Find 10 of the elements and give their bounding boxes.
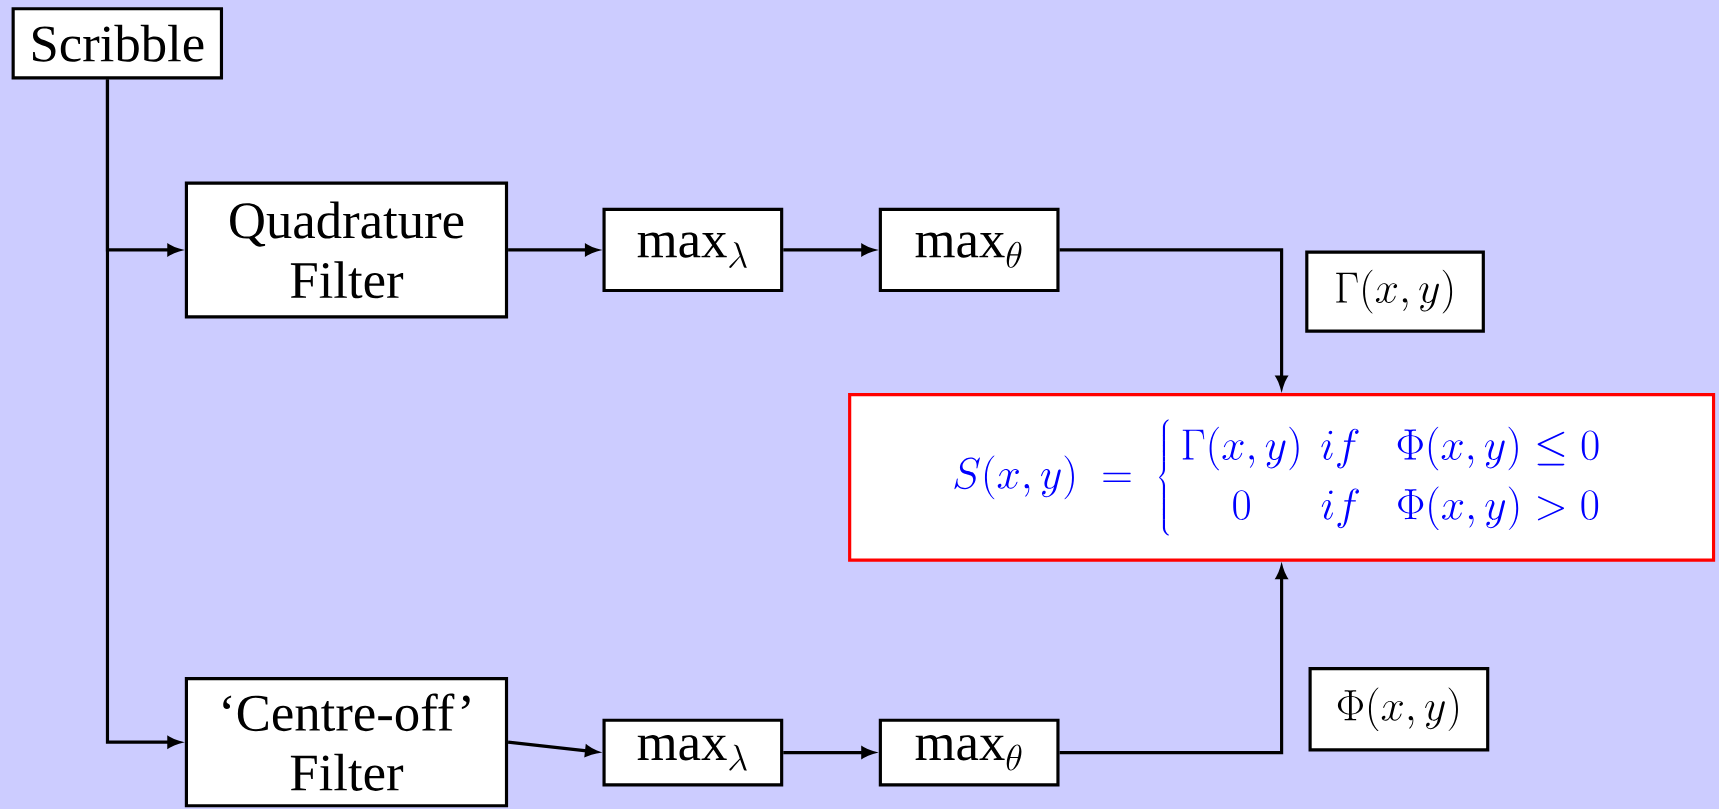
signal-box: $\Gamma(x,y)$ <box>1305 250 1485 333</box>
input-box: Scribble <box>11 7 224 80</box>
signal-box: $\Phi(x,y)$ <box>1308 667 1490 752</box>
operator-box: $\mathrm{max}_{\theta}$ <box>878 718 1060 787</box>
formula-box: $S(x,y) = \left\{\begin{array}{cc} \Gamma(x,y) & if\ \ \Phi(x,y)\le 0 \\ 0 & if\ \ \Phi(x,y) > 0 \end{array}\right.$ <box>848 393 1716 562</box>
operator-box: $\mathrm{max}_{\lambda}$ <box>602 718 784 787</box>
filter-box: Quadrature Filter <box>184 181 509 319</box>
operator-box: $\mathrm{max}_{\theta}$ <box>878 207 1060 293</box>
filter-box: ‘Centre-off’ Filter <box>184 677 509 808</box>
operator-box: $\mathrm{max}_{\lambda}$ <box>602 207 784 293</box>
